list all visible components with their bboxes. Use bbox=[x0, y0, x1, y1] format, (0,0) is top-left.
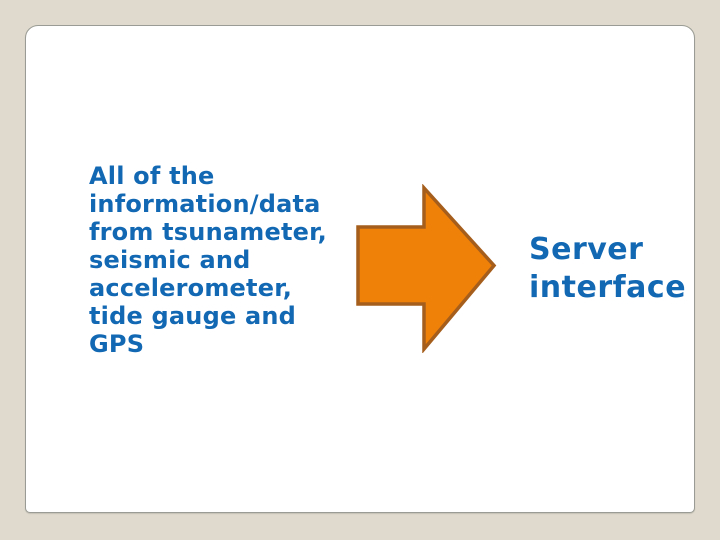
source-data-text: All of the information/data from tsuname… bbox=[89, 162, 327, 358]
right-arrow-shape bbox=[356, 183, 497, 354]
server-interface-label: Server interface bbox=[529, 232, 687, 305]
slide-card: All of the information/data from tsuname… bbox=[25, 25, 695, 513]
right-arrow-icon bbox=[355, 183, 497, 354]
